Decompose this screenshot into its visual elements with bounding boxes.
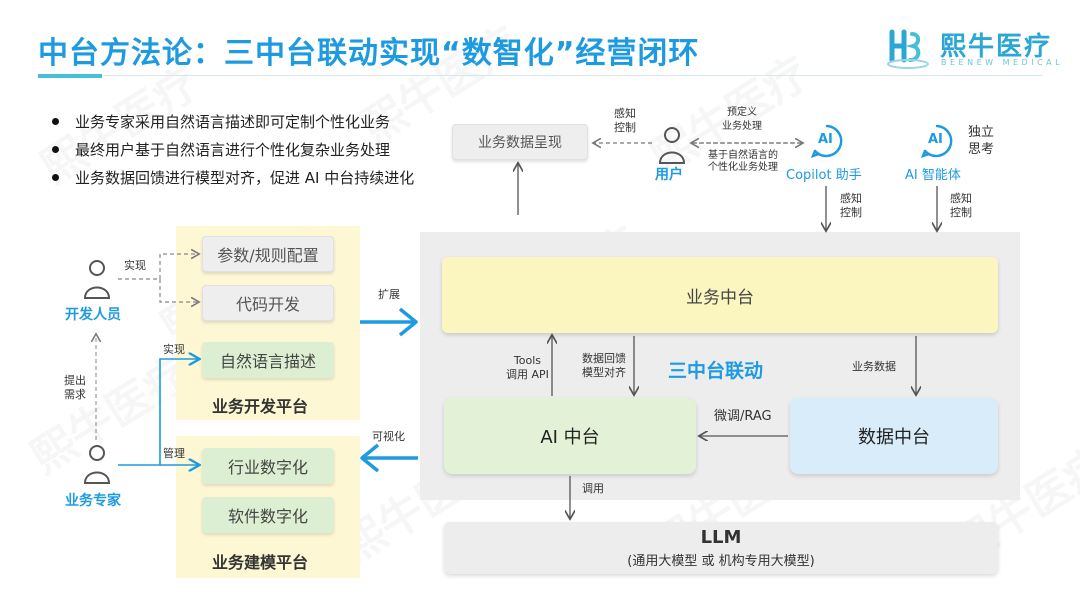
visualize-label: 可视化 [372,430,405,443]
predefined-label: 预定义 业务处理 [722,107,762,132]
ai-platform-box: AI 中台 [444,398,696,474]
user-person-icon [658,127,686,164]
industry-digital-box: 行业数字化 [202,448,334,484]
perceive-control-agent-label: 感知 控制 [950,192,972,219]
copilot-ai-text: AI [818,132,833,147]
param-rule-config-box: 参数/规则配置 [202,236,334,272]
model-platform-label: 业务建模平台 [212,553,309,572]
logo-subtext: BEENEW MEDICAL [941,58,1064,67]
agent-ai-text: AI [928,132,943,147]
data-presentation-box: 业务数据呈现 [452,124,588,160]
copilot-label: Copilot 助手 [786,168,862,183]
expert-label: 业务专家 [65,493,121,509]
code-dev-box: 代码开发 [202,285,334,321]
data-platform-box: 数据中台 [790,398,998,474]
llm-subtitle: (通用大模型 或 机构专用大模型) [627,554,815,569]
raise-need-label: 提出 需求 [64,374,86,401]
developer-person-icon [83,260,111,299]
bullet-item: 最终用户基于自然语言进行个性化复杂业务处理 [52,140,414,159]
expand-label: 扩展 [378,288,400,301]
three-platform-linkage-label: 三中台联动 [668,360,764,382]
tools-api-label: Tools 调用 API [506,354,549,381]
biz-data-label: 业务数据 [852,360,896,373]
developer-label: 开发人员 [65,307,121,323]
logo-icon [887,29,929,69]
perceive-control-copilot-label: 感知 控制 [840,192,862,219]
business-platform-box: 业务中台 [442,257,998,333]
finetune-rag-label: 微调/RAG [714,409,772,424]
user-label: 用户 [655,167,683,183]
agent-label: AI 智能体 [905,168,961,183]
implement-label: 实现 [124,259,146,272]
llm-title: LLM [700,527,742,548]
perceive-control-user-label: 感知 控制 [614,107,636,134]
bullet-dot-icon [52,117,59,125]
logo-text: 熙牛医疗 [940,32,1053,62]
independent-think-label: 独立 思考 [968,125,995,157]
invoke-label: 调用 [582,482,604,495]
nl-process-label: 基于自然语言的 个性化业务处理 [708,150,778,173]
llm-box: LLM (通用大模型 或 机构专用大模型) [444,522,998,574]
feedback-align-label: 数据回馈 模型对齐 [582,352,626,379]
agent-ai-icon [920,124,953,158]
bullet-item: 业务数据回馈进行模型对齐，促进 AI 中台持续进化 [52,168,414,187]
bullet-item: 业务专家采用自然语言描述即可定制个性化业务 [52,112,414,131]
copilot-ai-icon [810,124,843,158]
title-divider [102,75,1042,76]
title-accent-bar [38,74,102,78]
dev-platform-label: 业务开发平台 [212,397,309,416]
software-digital-box: 软件数字化 [202,497,334,533]
natural-language-desc-box: 自然语言描述 [202,342,334,378]
bullet-list: 业务专家采用自然语言描述即可定制个性化业务 最终用户基于自然语言进行个性化复杂业… [52,112,414,196]
implement-label-2: 实现 [163,343,185,356]
page-title: 中台方法论：三中台联动实现“数智化”经营闭环 [38,36,700,71]
bullet-dot-icon [52,173,59,181]
bullet-dot-icon [52,145,59,153]
expert-person-icon [83,445,111,484]
manage-label: 管理 [163,447,185,460]
